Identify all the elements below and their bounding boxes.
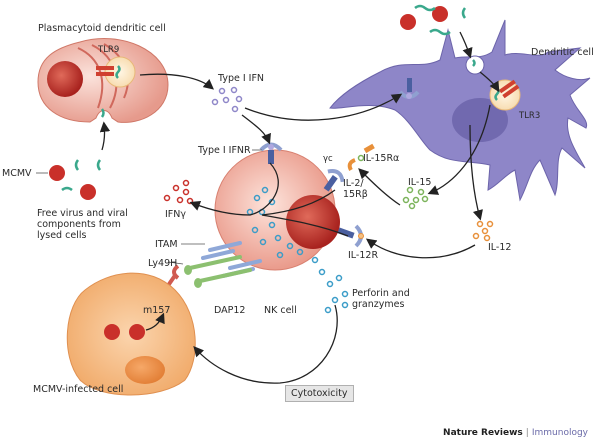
virus-icon — [80, 184, 96, 200]
arrow-il15-to-receptor — [358, 168, 401, 206]
arrow-cytotoxicity — [193, 304, 338, 384]
arrow-ifn-to-nk — [241, 114, 271, 145]
mcmv-label: MCMV — [2, 168, 32, 179]
dc-label: Dendritic cell — [531, 47, 594, 58]
mcmv-virus-group-left — [49, 159, 102, 200]
il12r-receptor — [337, 224, 364, 248]
cytotoxicity-label: Cytotoxicity — [285, 385, 354, 402]
arrow-il12-to-receptor — [365, 238, 476, 259]
tlr3-label: TLR3 — [519, 111, 541, 121]
il15ra-label: IL-15Rα — [363, 153, 400, 164]
viral-dna-icon — [115, 65, 121, 79]
virus-icon — [49, 165, 65, 181]
mcmv-virus-group-top — [400, 4, 467, 36]
ifnar-on-dc — [398, 78, 420, 99]
dendritic-cell — [329, 19, 591, 202]
il15ra-receptor — [347, 143, 375, 171]
arrow-endocytosis — [479, 71, 500, 93]
footer-credit: Nature Reviews|Immunology — [443, 428, 588, 438]
virus-icon — [104, 324, 120, 340]
type1-ifn-cluster — [211, 86, 243, 113]
arrow-pdc-to-ifn — [139, 73, 214, 90]
type1-ifnr-label: Type I IFNR — [198, 145, 251, 156]
il15-label: IL-15 — [408, 177, 432, 188]
il2-15rb-receptor — [323, 169, 345, 192]
journal-section: Immunology — [531, 428, 588, 438]
gamma-c-label: γc — [323, 154, 333, 164]
infected-cell-label: MCMV-infected cell — [33, 384, 124, 395]
arrow-nk-to-ifng — [189, 162, 279, 216]
ifng-cluster — [163, 179, 194, 205]
infected-cell — [66, 272, 196, 396]
type1-ifn-label: Type I IFN — [218, 73, 265, 84]
dc-nucleus — [452, 98, 508, 142]
ifng-label: IFNγ — [165, 209, 186, 220]
virus-icon — [400, 14, 416, 30]
il12-cluster — [472, 220, 494, 242]
il2-15rb-label: IL-2/ 15Rβ — [343, 178, 368, 200]
arrow-virus-to-m157 — [145, 312, 165, 331]
arrow-dc-to-il12 — [469, 124, 483, 221]
ly49h-receptor — [184, 255, 252, 288]
leader-lines — [36, 149, 262, 265]
arrow-virus-to-pdc — [99, 121, 111, 151]
footer-separator: | — [525, 428, 529, 438]
il15-cluster — [402, 186, 429, 210]
nk-cell — [214, 149, 349, 314]
viral-dna-icon — [100, 108, 105, 118]
nk-nucleus — [286, 195, 340, 249]
arrow-virus-to-dc — [459, 31, 473, 59]
nk-cell-label: NK cell — [264, 305, 297, 316]
tlr3-receptor — [498, 79, 520, 99]
arrow-dc-to-il15 — [427, 104, 491, 195]
pdc-label: Plasmacytoid dendritic cell — [38, 23, 166, 34]
journal-name: Nature Reviews — [443, 428, 523, 438]
dap12-label: DAP12 — [214, 305, 246, 316]
ly49h-label: Ly49H — [148, 258, 178, 269]
pdc-cell — [37, 38, 169, 123]
infected-nucleus — [125, 356, 165, 384]
perforin-label: Perforin and granzymes — [352, 288, 410, 310]
tlr9-label: TLR9 — [98, 45, 120, 55]
tlr9-receptor — [96, 66, 114, 76]
arrow-ifn-to-dc — [244, 93, 403, 121]
type1-ifnr-receptor — [259, 142, 283, 164]
free-virus-label: Free virus and viral components from lys… — [37, 208, 128, 241]
itam-label: ITAM — [155, 239, 178, 250]
arrows — [99, 31, 500, 384]
m157-label: m157 — [143, 305, 171, 316]
il12-label: IL-12 — [488, 242, 512, 253]
virus-icon — [129, 324, 145, 340]
pdc-nucleus — [47, 61, 83, 97]
virus-icon — [432, 6, 448, 22]
il12r-label: IL-12R — [348, 250, 379, 261]
